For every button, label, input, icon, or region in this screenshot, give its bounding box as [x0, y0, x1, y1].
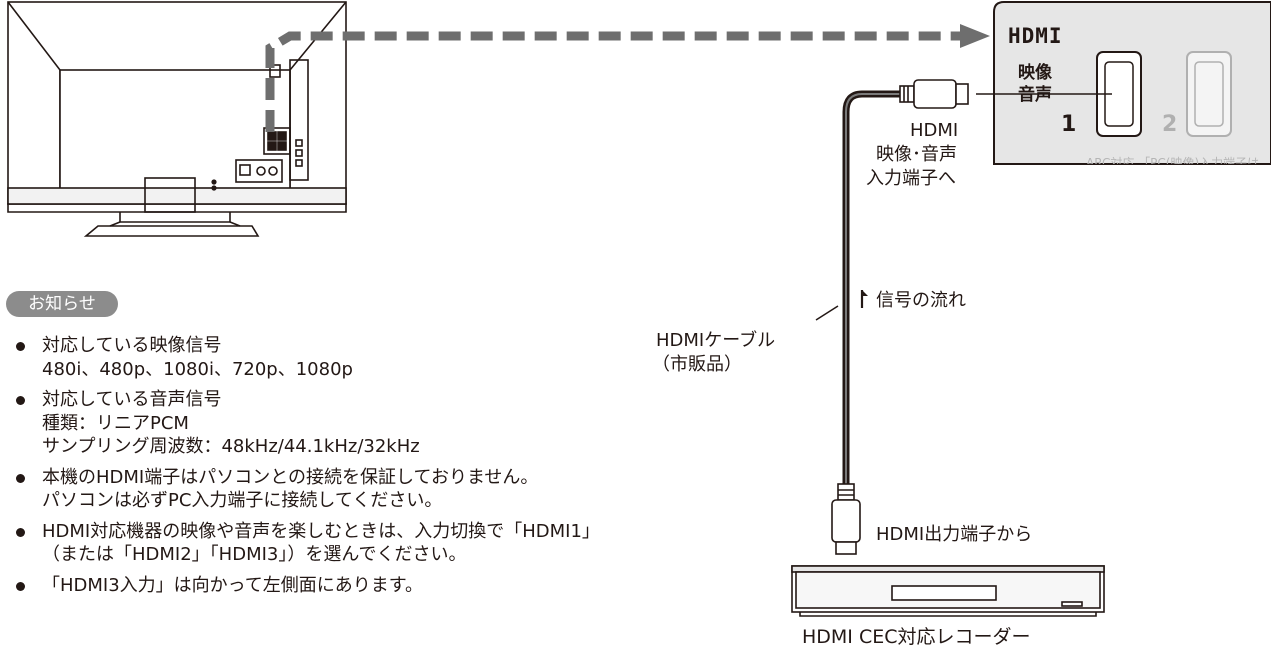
notice-item-line: サンプリング周波数：48kHz/44.1kHz/32kHz	[42, 436, 420, 457]
tv-hdmi-panel	[993, 1, 1271, 165]
notice-item: 「HDMI3入力」は向かって左側面にあります。	[14, 574, 754, 598]
notice-item-line: 対応している映像信号	[42, 335, 222, 356]
input-terminal-label-1: HDMI	[910, 120, 959, 141]
notice-item-line: 「HDMI3入力」は向かって左側面にあります。	[42, 574, 423, 596]
leader-line-cable	[815, 305, 839, 321]
hdmi-plug-top	[899, 79, 969, 109]
notice-item: 本機のHDMI端子はパソコンとの接続を保証しておりません。 パソコンは必ずPC入…	[14, 466, 754, 513]
notice-item-line: 対応している音声信号	[42, 389, 222, 410]
input-terminal-label-3: 入力端子へ	[866, 168, 956, 189]
signal-arrowhead	[960, 24, 990, 48]
cable-label-1: HDMIケーブル	[656, 330, 776, 351]
notice-item-line: （または「HDMI2」「HDMI3」）を選んでください。	[42, 544, 467, 565]
panel-label-video: 映像	[1018, 63, 1052, 83]
panel-cut-text: ARC対応 「PC(映像)入力端子は	[1086, 156, 1260, 164]
notice-item-line: 種類：リニアPCM	[42, 412, 189, 434]
port-2-label: 2	[1162, 112, 1178, 137]
hdmi-port-2-icon	[1186, 51, 1232, 137]
panel-label-audio: 音声	[1018, 85, 1052, 105]
notice-list: 対応している映像信号 480i、480p、1080i、720p、1080p 対応…	[14, 334, 754, 604]
notice-item-line: 本機のHDMI端子はパソコンとの接続を保証しておりません。	[42, 466, 539, 488]
output-terminal-label: HDMI出力端子から	[876, 524, 1033, 545]
port-1-label: 1	[1061, 112, 1077, 137]
recorder-illustration	[791, 565, 1105, 617]
signal-path-dashed	[265, 31, 960, 132]
notice-item-line: パソコンは必ずPC入力端子に接続してください。	[42, 490, 443, 511]
notice-item: 対応している音声信号 種類：リニアPCM サンプリング周波数：48kHz/44.…	[14, 388, 754, 459]
hdmi-plug-bottom	[831, 483, 861, 555]
cable-label-2: （市販品）	[652, 354, 742, 375]
signal-flow-label: 信号の流れ	[876, 290, 966, 311]
notice-item-line: HDMI対応機器の映像や音声を楽しむときは、入力切換で「HDMI1」	[42, 520, 600, 542]
input-terminal-label-2: 映像･音声	[876, 144, 957, 165]
notice-badge: お知らせ	[6, 291, 118, 317]
notice-item: HDMI対応機器の映像や音声を楽しむときは、入力切換で「HDMI1」 （または「…	[14, 520, 754, 567]
hdmi-logo: HDMI	[1008, 24, 1063, 48]
notice-item-line: 480i、480p、1080i、720p、1080p	[42, 358, 353, 380]
recorder-label: HDMI CEC対応レコーダー	[802, 626, 1031, 648]
notice-item: 対応している映像信号 480i、480p、1080i、720p、1080p	[14, 334, 754, 381]
